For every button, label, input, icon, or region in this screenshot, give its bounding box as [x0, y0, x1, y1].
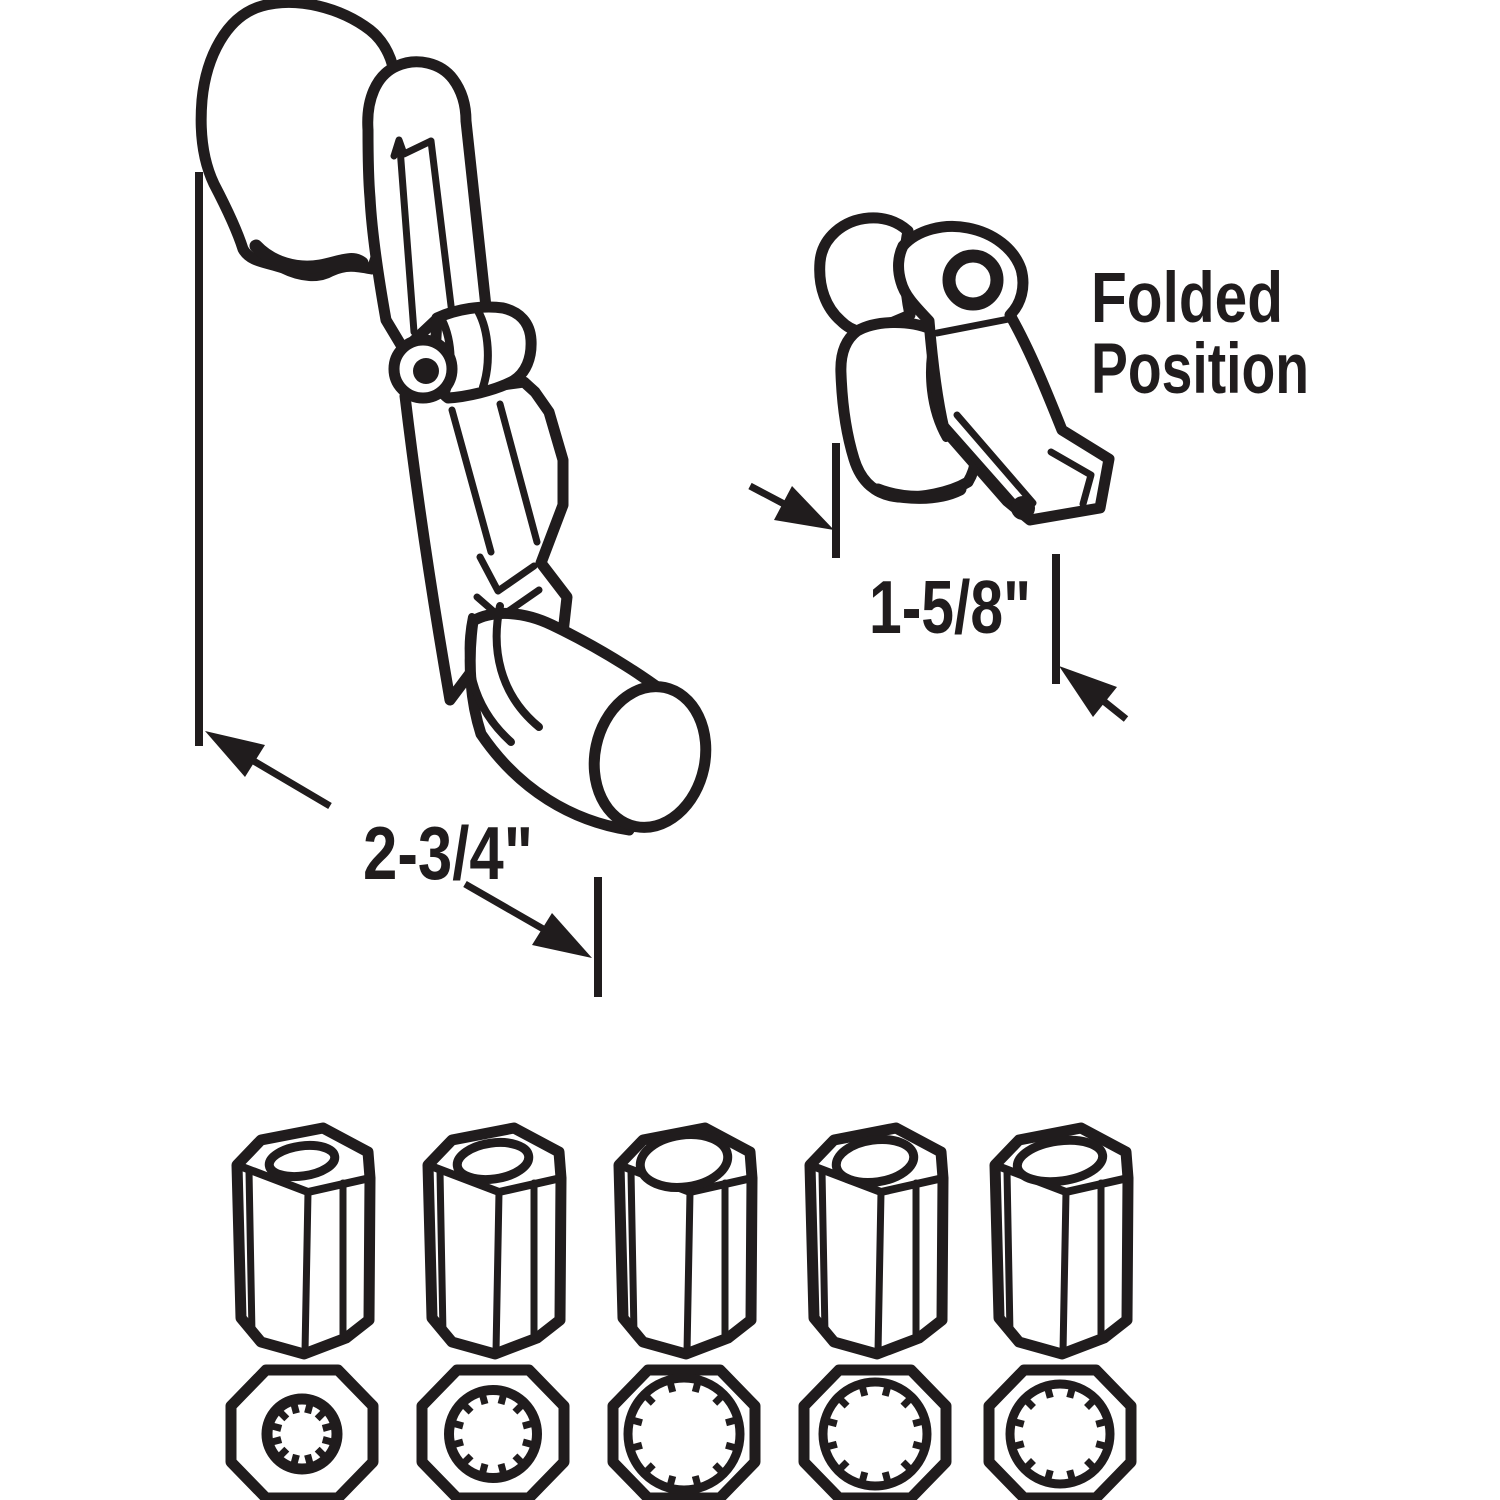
- spline-teeth: [1014, 1388, 1106, 1480]
- hex-adapter-icon: [613, 1122, 758, 1360]
- folded-position-line2: Position: [1091, 330, 1309, 409]
- adapter-bore-hole: [635, 1130, 733, 1192]
- lower-arm-rib-lines: [448, 400, 541, 556]
- spline-teeth: [453, 1394, 533, 1474]
- spline-nut-icon: [607, 1364, 761, 1500]
- dimension-arrowhead-right: [1059, 666, 1117, 717]
- adapter-bore-hole: [452, 1137, 534, 1185]
- hex-adapters-row: [231, 1122, 1134, 1360]
- hex-adapter-icon: [231, 1122, 376, 1360]
- folded-width-label: 1-5/8": [869, 565, 1031, 649]
- spline-nut-icon: [416, 1364, 570, 1500]
- folded-pivot-dot: [1011, 496, 1035, 520]
- spline-nuts-row: [225, 1364, 1137, 1500]
- arm-rib-lines: [390, 136, 457, 336]
- folded-position-line1: Folded: [1091, 259, 1283, 338]
- extended-width-label: 2-3/4": [363, 811, 533, 895]
- hex-adapter-icon: [804, 1122, 949, 1360]
- dimension-arrow-line-lower: [463, 880, 547, 934]
- spline-nut-icon: [983, 1364, 1137, 1500]
- crank-folded-drawing: [814, 212, 1115, 526]
- adapter-bore-hole: [831, 1135, 919, 1187]
- folded-dimension: 1-5/8": [748, 443, 1129, 722]
- folded-handle-lines: [940, 411, 1037, 515]
- folded-position-label: Folded Position: [1091, 259, 1309, 409]
- spindle-hole-ring: [942, 249, 1004, 311]
- folded-arm-edge-line: [933, 314, 1018, 337]
- dimension-arrow-line-right: [1098, 696, 1129, 722]
- knob-ferrule-bands: [464, 602, 543, 746]
- dimension-arrowhead-lower: [532, 913, 592, 958]
- spline-teeth: [632, 1382, 736, 1486]
- dimension-arrowhead-left: [774, 486, 834, 530]
- crank-arm-upper: [362, 56, 492, 356]
- dimension-arrowhead-upper: [205, 731, 265, 777]
- folded-end-bracket: [1047, 448, 1095, 508]
- grip-shadow-accent: [249, 239, 369, 274]
- spline-nut-icon: [225, 1364, 379, 1500]
- knob-end-cap: [588, 681, 712, 833]
- folded-knob-shadow-accent: [871, 482, 967, 504]
- crank-extended-drawing: [195, 0, 712, 836]
- adapter-bore-hole: [264, 1140, 340, 1182]
- spline-teeth: [271, 1403, 333, 1465]
- hinge-pivot-dot: [413, 358, 439, 384]
- hex-adapter-icon: [989, 1122, 1134, 1360]
- dimension-arrow-line-upper: [250, 756, 332, 810]
- hex-adapter-icon: [422, 1122, 567, 1360]
- spline-teeth: [827, 1386, 923, 1482]
- adapter-bore-hole: [1012, 1135, 1108, 1187]
- extended-dimension: 2-3/4": [195, 172, 602, 997]
- spline-nut-icon: [798, 1364, 952, 1500]
- dimension-arrow-line-left: [748, 482, 788, 509]
